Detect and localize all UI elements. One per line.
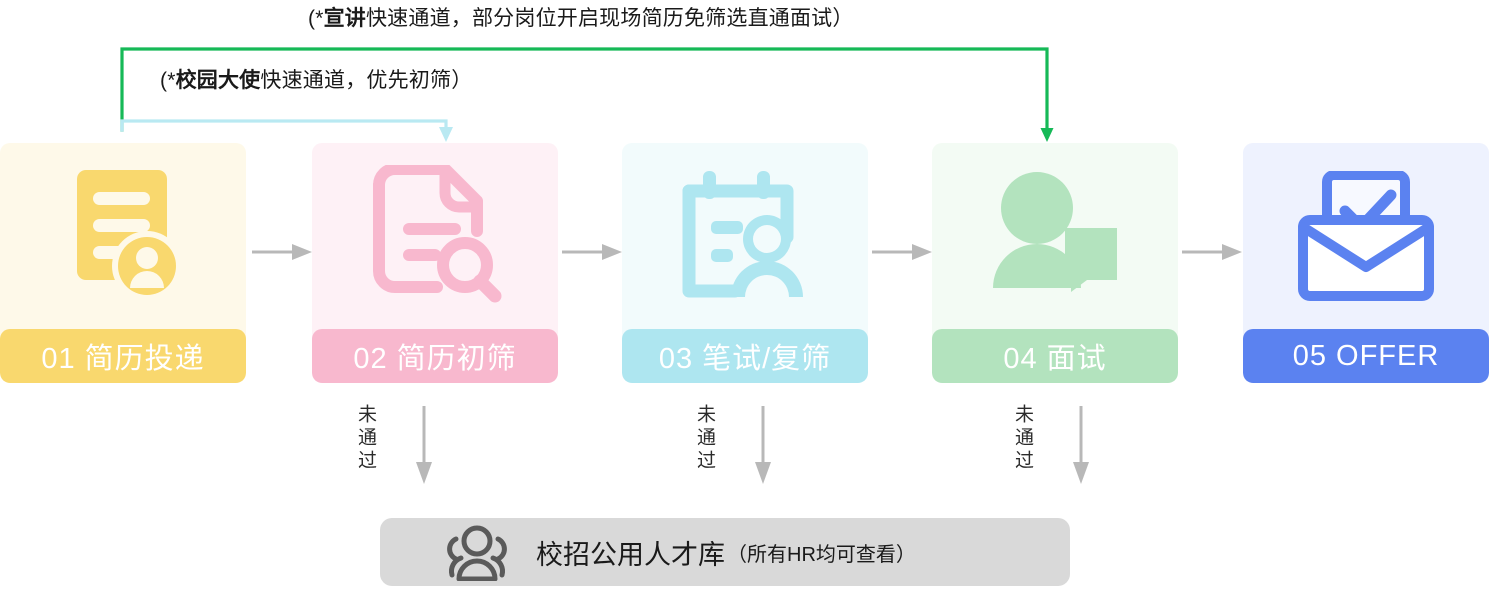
flow-arrow-03-to-04 [872,244,932,260]
reject-arrow-02 [416,406,432,484]
campus-talk-route-line [120,47,1054,142]
note-campus-talk-bold: 宣讲 [323,7,366,30]
note-ambassador-bold: 校园大使 [175,69,261,92]
stage-card-04[interactable]: 04 面试 [932,143,1178,383]
resume-search-icon [312,143,558,329]
stage-label-02: 02 简历初筛 [312,329,558,383]
stage-card-02[interactable]: 02 简历初筛 [312,143,558,383]
stage-label-05: 05 OFFER [1243,329,1489,383]
reject-arrow-04 [1073,406,1089,484]
note-campus-talk-rest: 快速通道，部分岗位开启现场简历免筛选直通面试） [365,7,854,30]
stage-card-05[interactable]: 05 OFFER [1243,143,1489,383]
reject-branch-02: 未通过 [355,404,433,484]
reject-label-04: 未通过 [1012,404,1033,473]
stage-label-01: 01 简历投递 [0,329,246,383]
note-ambassador-rest: 快速通道，优先初筛） [260,69,473,92]
talent-pool-title: 校招公用人才库 [536,539,725,570]
person-chat-icon [932,143,1178,329]
ambassador-route-line [120,119,453,142]
stage-label-03: 03 笔试/复筛 [622,329,868,383]
reject-branch-04: 未通过 [1012,404,1090,484]
reject-branch-03: 未通过 [694,404,772,484]
stage-card-03[interactable]: 03 笔试/复筛 [622,143,868,383]
stage-label-04: 04 面试 [932,329,1178,383]
stage-card-01[interactable]: 01 简历投递 [0,143,246,383]
reject-label-03: 未通过 [694,404,715,473]
flow-arrow-02-to-03 [562,244,622,260]
note-campus-talk: (*宣讲快速通道，部分岗位开启现场简历免筛选直通面试） [308,8,854,29]
talent-pool-bar[interactable]: 校招公用人才库 （所有HR均可查看） [380,518,1070,586]
envelope-check-icon [1243,143,1489,329]
talent-pool-subtitle: （所有HR均可查看） [727,543,916,566]
resume-person-icon [0,143,246,329]
flow-arrow-01-to-02 [252,244,312,260]
note-ambassador-prefix: (* [160,69,176,92]
note-ambassador: (*校园大使快速通道，优先初筛） [160,70,472,91]
people-group-icon [436,523,518,581]
reject-arrow-03 [755,406,771,484]
note-campus-talk-prefix: (* [308,7,324,30]
clipboard-person-icon [622,143,868,329]
flow-arrow-04-to-05 [1182,244,1242,260]
reject-label-02: 未通过 [355,404,376,473]
